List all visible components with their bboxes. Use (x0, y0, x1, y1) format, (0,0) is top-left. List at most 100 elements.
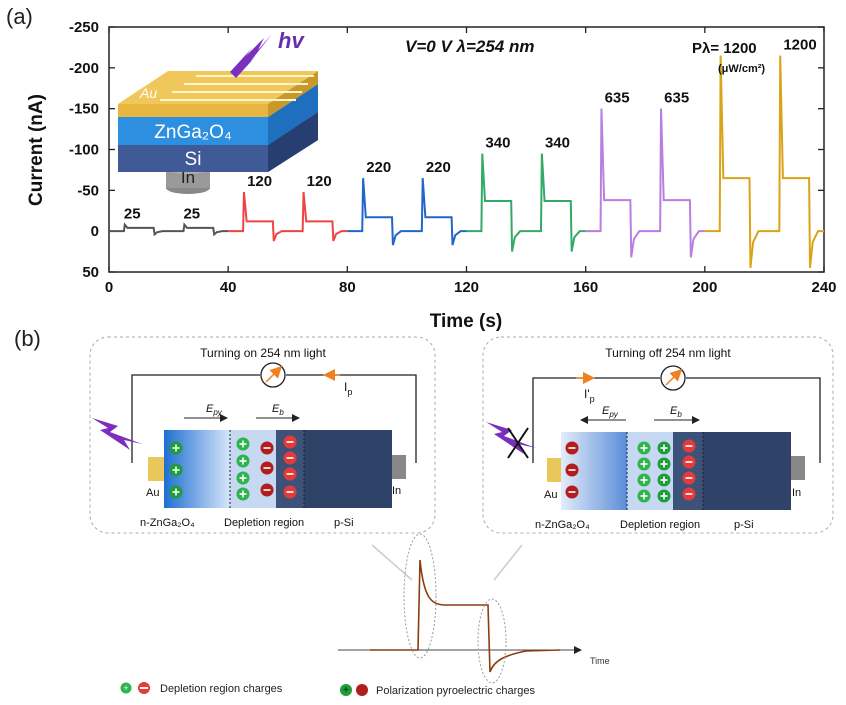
series-layer (109, 55, 824, 269)
svg-text:+: + (123, 683, 128, 693)
peak-label: 1200 (783, 37, 816, 54)
region-depl-off: Depletion region (620, 519, 700, 531)
peak-label: 635 (605, 90, 630, 107)
positive-charge-icon (169, 441, 183, 455)
negative-charge-icon (283, 485, 297, 499)
region-n-off: n-ZnGa₂O₄ (535, 519, 590, 531)
negative-charge-icon (260, 483, 274, 497)
field-py-on: Epy (206, 403, 223, 417)
series-line-340 (466, 153, 586, 252)
series-line-220 (347, 178, 467, 246)
charges-on (169, 435, 297, 501)
positive-charge-icon (236, 454, 250, 468)
peak-label: 220 (426, 159, 451, 176)
y-axis-label: Current (nA) (26, 94, 47, 206)
peak-label: 25 (183, 206, 200, 223)
schematic-off: Turning off 254 nm light I'p Au In Epy E… (482, 336, 834, 534)
panel-a-label: (a) (6, 4, 33, 29)
time-axis-label: Time (590, 656, 610, 666)
legend-pyro: Polarization pyroelectric charges (376, 685, 535, 697)
y-tick-label: -150 (69, 101, 99, 118)
y-tick-label: 50 (82, 264, 99, 281)
negative-charge-icon (682, 439, 696, 453)
peak-labels: 25 25 120 120 220 220 340 340 635 635 1200 (124, 37, 817, 223)
charges-off (565, 439, 696, 503)
x-tick-label: 80 (339, 279, 356, 296)
condition-annotation: V=0 V λ=254 nm (405, 37, 534, 56)
light-bolt-off-icon (486, 422, 536, 454)
light-bolt-on-icon (92, 418, 142, 450)
positive-charge-icon (637, 473, 651, 487)
legend: + Depletion region charges + Polarizatio… (119, 681, 535, 697)
y-tick-label: -100 (69, 142, 99, 159)
negative-charge-icon (682, 471, 696, 485)
label-in-on: In (392, 485, 401, 497)
mini-time-trace: Time (338, 533, 610, 684)
peak-label: 25 (124, 206, 141, 223)
peak-label: 635 (664, 90, 689, 107)
mini-trace (370, 559, 561, 673)
positive-charge-icon (657, 457, 671, 471)
x-tick-label: 40 (220, 279, 237, 296)
title-off: Turning off 254 nm light (605, 346, 731, 360)
light-label: hv (278, 28, 305, 53)
field-b-on: Eb (272, 403, 284, 417)
positive-charge-icon (637, 457, 651, 471)
negative-charge-icon (682, 487, 696, 501)
series-line-1200 (704, 55, 824, 269)
positive-charge-icon (637, 441, 651, 455)
negative-charge-icon (260, 461, 274, 475)
negative-charge-icon (565, 485, 579, 499)
positive-charge-icon (236, 487, 250, 501)
positive-charge-icon (236, 471, 250, 485)
power-unit: (μW/cm²) (718, 63, 765, 75)
positive-charge-icon (169, 463, 183, 477)
peak-label: 120 (307, 173, 332, 190)
positive-charge-icon (657, 441, 671, 455)
legend-depletion: Depletion region charges (160, 683, 283, 695)
field-py-off: Epy (602, 405, 619, 419)
panel-b-label: (b) (14, 326, 41, 351)
device-layer-zgo: ZnGa₂O₄ (154, 122, 232, 143)
positive-charge-icon (236, 437, 250, 451)
positive-charge-icon (169, 485, 183, 499)
peak-label: 340 (485, 135, 510, 152)
region-n-on: n-ZnGa₂O₄ (140, 517, 195, 529)
region-depl-on: Depletion region (224, 517, 304, 529)
series-line-120 (228, 191, 348, 242)
x-tick-label: 0 (105, 279, 113, 296)
region-p-on: p-Si (334, 517, 354, 529)
label-au-on: Au (146, 487, 159, 499)
label-in-off: In (792, 487, 801, 499)
power-label: Pλ= 1200 (692, 40, 757, 57)
peak-label: 340 (545, 135, 570, 152)
positive-charge-icon (657, 473, 671, 487)
series-line-635 (585, 108, 705, 258)
device-layer-in: In (181, 168, 195, 187)
peak-label: 120 (247, 173, 272, 190)
electrode-au-off (547, 458, 561, 482)
x-tick-label: 120 (454, 279, 479, 296)
light-bolt-icon (230, 34, 272, 78)
electrode-in-on (392, 455, 406, 479)
y-tick-label: 0 (91, 223, 99, 240)
x-tick-label: 240 (811, 279, 836, 296)
device-layer-au: Au (139, 85, 157, 101)
y-tick-label: -50 (77, 182, 99, 199)
field-b-off: Eb (670, 405, 682, 419)
peak-label: 220 (366, 159, 391, 176)
schematic-on: Turning on 254 nm light Ip Au In Epy Eb … (89, 336, 436, 534)
title-on: Turning on 254 nm light (200, 346, 326, 360)
region-p-off: p-Si (734, 519, 754, 531)
x-tick-label: 160 (573, 279, 598, 296)
x-axis-label: Time (s) (430, 311, 503, 332)
device-inset: In Si ZnGa₂O₄ Au hv (118, 28, 318, 194)
negative-charge-icon (260, 441, 274, 455)
device-layer-si: Si (185, 149, 202, 170)
positive-charge-icon (657, 489, 671, 503)
y-tick-label: -250 (69, 19, 99, 36)
